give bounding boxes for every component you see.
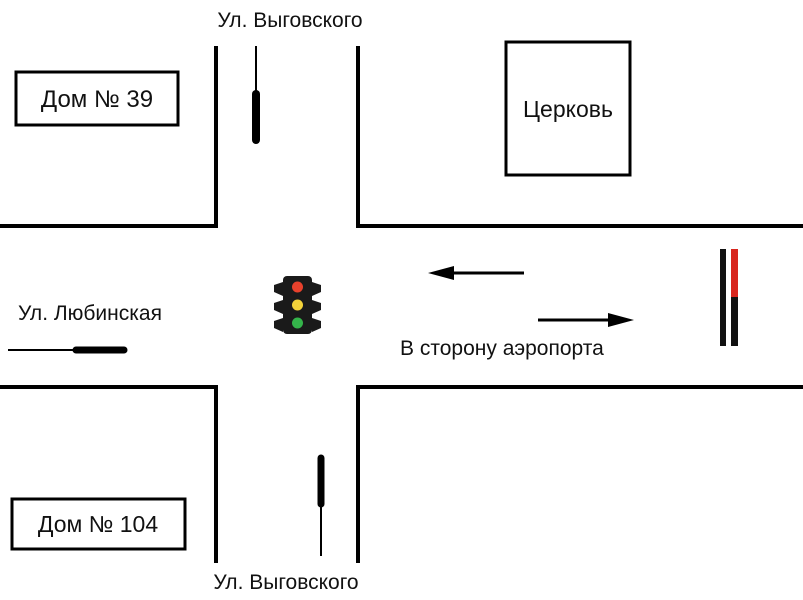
street-label-bottom: Ул. Выговского [213, 571, 358, 594]
building-house-39: Дом № 39 [14, 70, 180, 127]
street-label-top: Ул. Выговского [217, 9, 362, 32]
building-church: Церковь [504, 40, 632, 177]
barrier-post [720, 249, 738, 346]
building-house-39-label: Дом № 39 [41, 86, 153, 113]
road-edge-bottom-right [356, 385, 803, 563]
road-edge-top-right [356, 46, 803, 228]
traffic-light-green [292, 317, 303, 329]
traffic-light-red [292, 281, 303, 293]
road-edge-bottom-left [0, 385, 218, 563]
building-house-104: Дом № 104 [10, 497, 187, 551]
traffic-light-yellow [292, 299, 303, 311]
street-label-left: Ул. Любинская [18, 302, 162, 325]
building-house-104-label: Дом № 104 [38, 511, 158, 537]
arrow-right-icon [538, 313, 634, 327]
road-edge-top-left [0, 46, 218, 228]
arrow-left-icon [428, 266, 524, 280]
building-church-label: Церковь [523, 96, 613, 122]
direction-label: В сторону аэропорта [400, 337, 604, 360]
traffic-light-icon [274, 276, 321, 334]
road-edges [0, 46, 803, 563]
